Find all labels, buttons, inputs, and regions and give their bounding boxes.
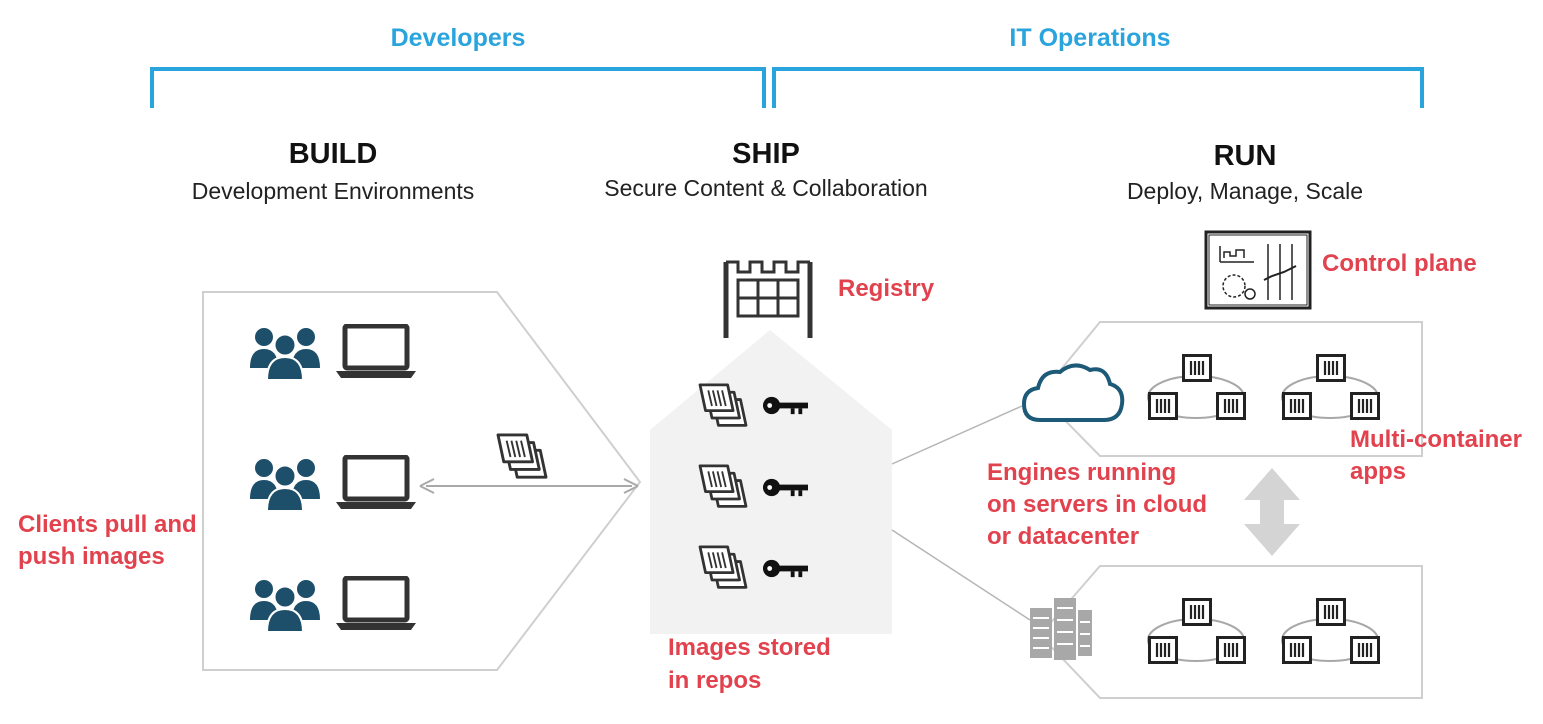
container-icon (1282, 392, 1312, 420)
multi-container-note: Multi-container apps (1350, 426, 1529, 485)
container-icon (1216, 636, 1246, 664)
container-icon (1282, 636, 1312, 664)
registry-icon (723, 260, 813, 338)
ship-title: SHIP (732, 138, 800, 170)
run-subtitle: Deploy, Manage, Scale (1127, 178, 1363, 204)
multi-container-app (1147, 598, 1246, 664)
multi-container-app (1281, 354, 1380, 420)
developers-bracket (150, 67, 766, 108)
engines-note: Engines running on servers in cloud or d… (987, 459, 1214, 550)
connector-to-cloud (891, 405, 1023, 465)
images-stored-note: Images stored in repos (668, 634, 837, 694)
scale-double-arrow (1244, 468, 1300, 556)
build-title: BUILD (289, 138, 378, 170)
connector-to-datacenter (891, 529, 1031, 621)
multi-container-app (1281, 598, 1380, 664)
control-plane-icon (1204, 230, 1312, 310)
build-subtitle: Development Environments (192, 178, 475, 204)
it-operations-label: IT Operations (1009, 24, 1170, 52)
it-operations-bracket (772, 67, 1424, 108)
container-icon (1182, 598, 1212, 626)
container-icon (1350, 392, 1380, 420)
ship-subtitle: Secure Content & Collaboration (604, 175, 927, 201)
clients-note: Clients pull and push images (18, 511, 203, 570)
pull-push-arrow (419, 478, 639, 494)
container-icon (1148, 636, 1178, 664)
cloud-icon (1021, 363, 1125, 422)
control-plane-label: Control plane (1322, 250, 1477, 277)
container-icon (1350, 636, 1380, 664)
container-icon (1216, 392, 1246, 420)
datacenter-engines-panel (1038, 565, 1423, 699)
run-title: RUN (1214, 140, 1277, 172)
container-icon (1316, 354, 1346, 382)
build-panel (202, 291, 642, 671)
registry-label: Registry (838, 275, 935, 302)
container-icon (1316, 598, 1346, 626)
container-icon (1148, 392, 1178, 420)
multi-container-app (1147, 354, 1246, 420)
developers-label: Developers (391, 24, 526, 52)
server-rack-icon (1030, 598, 1092, 660)
container-icon (1182, 354, 1212, 382)
